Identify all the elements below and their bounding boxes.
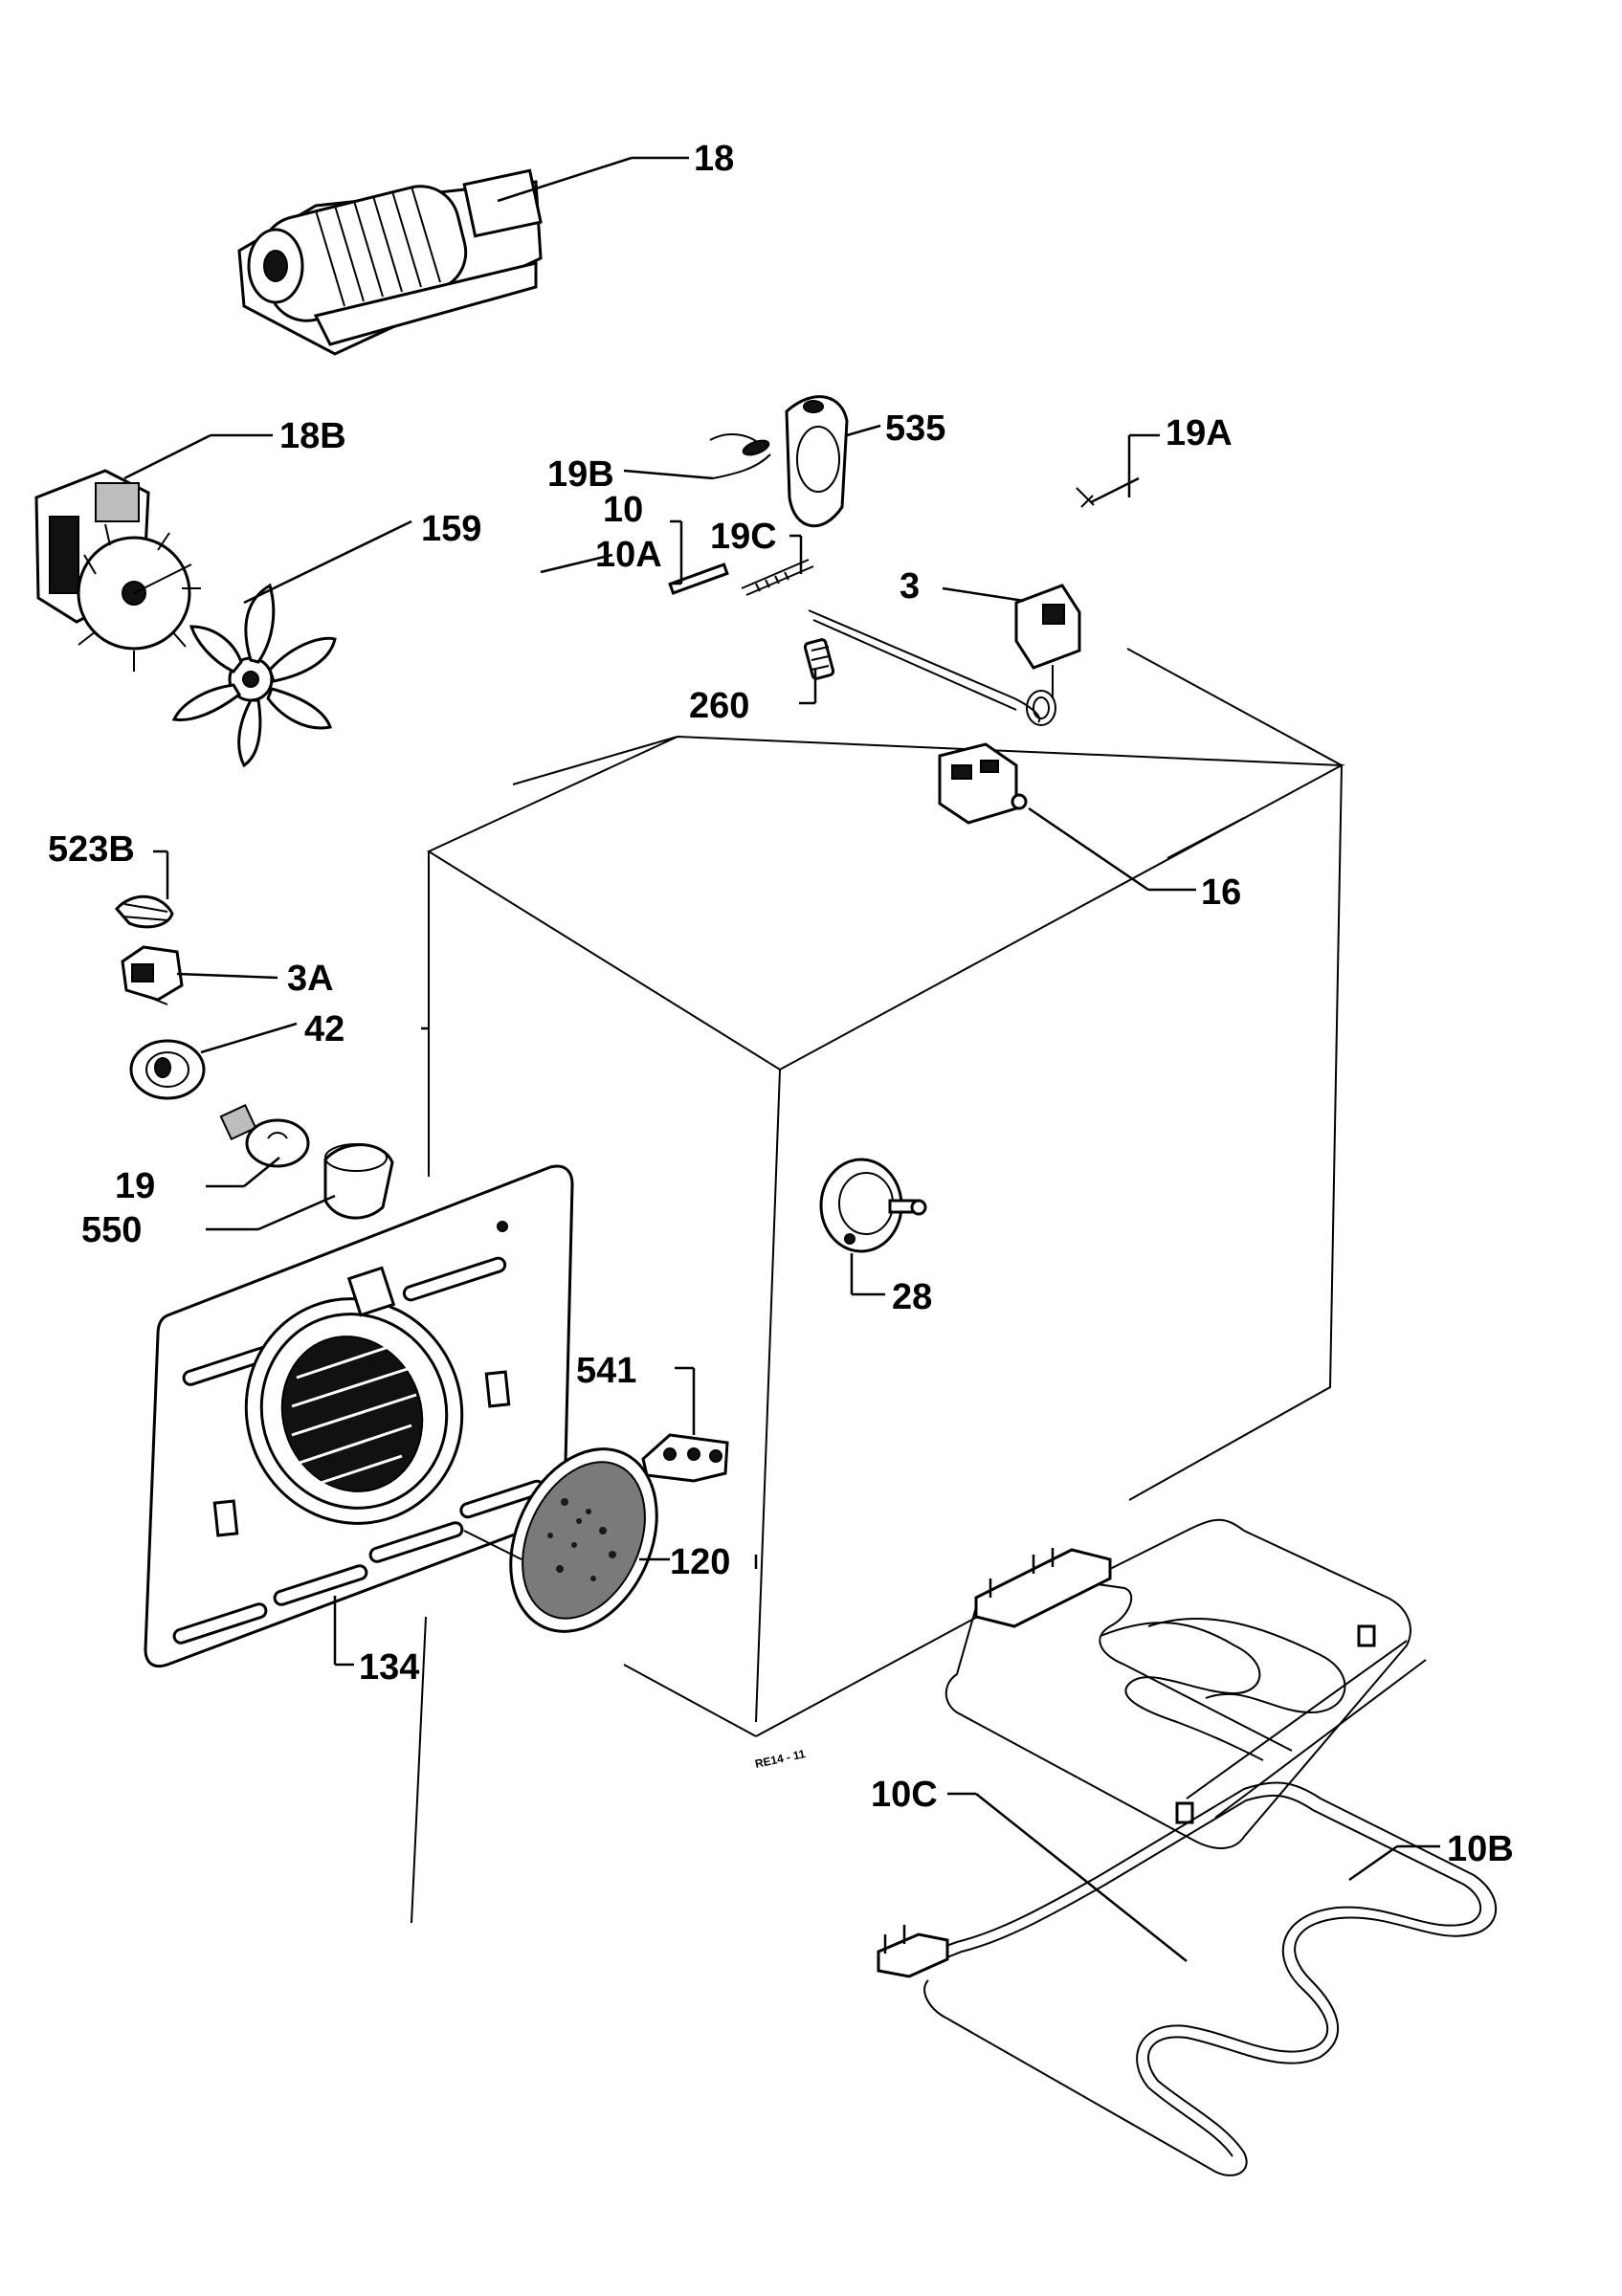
fan-motor-part (34, 469, 201, 672)
heating-element-10c (944, 1518, 1427, 1849)
label-18b: 18B (279, 416, 346, 456)
label-19b: 19B (547, 454, 614, 495)
label-19a: 19A (1166, 413, 1233, 453)
label-28: 28 (892, 1277, 932, 1317)
spring-clip-260 (803, 638, 835, 680)
label-159: 159 (421, 509, 481, 549)
label-10b: 10B (1447, 1829, 1514, 1869)
label-523b: 523B (48, 829, 135, 870)
leader-lines (123, 156, 1440, 1962)
fan-blade-part (171, 583, 337, 768)
grill-element-10b (877, 1781, 1498, 2176)
rotisserie-motor-28 (819, 1158, 927, 1253)
connector-541 (641, 1433, 729, 1483)
lamp-glass-550 (323, 1143, 394, 1220)
grease-filter-120 (509, 1447, 658, 1633)
lamp-socket-3a (121, 945, 184, 1005)
label-120: 120 (670, 1542, 730, 1582)
lamp-bulb-19 (219, 1103, 310, 1168)
label-550: 550 (81, 1210, 142, 1250)
oven-cabinet (411, 648, 1345, 1924)
switch-16-part (938, 742, 1028, 825)
label-19c: 19C (710, 517, 777, 557)
lamp-cover-part (785, 395, 849, 528)
label-16: 16 (1201, 872, 1241, 913)
drawing-stamp: RE14 - 11 (754, 1747, 807, 1771)
rear-panel-134 (144, 1164, 574, 1668)
label-18: 18 (694, 139, 734, 179)
wire-clip-19b (709, 433, 771, 479)
clip-523b-part (114, 894, 174, 929)
label-19: 19 (115, 1166, 155, 1206)
small-elements-10a-19c (668, 559, 814, 596)
label-3a: 3A (287, 959, 334, 999)
label-10: 10 (603, 490, 643, 530)
label-260: 260 (689, 686, 749, 726)
tangential-fan-part (237, 168, 543, 356)
label-3: 3 (900, 566, 920, 607)
thermostat-part (808, 584, 1081, 726)
lamp-holder-42 (129, 1039, 206, 1100)
pin-19a (1076, 476, 1140, 508)
label-42: 42 (304, 1009, 344, 1049)
label-541: 541 (576, 1351, 636, 1391)
label-10c: 10C (871, 1775, 938, 1815)
label-10a: 10A (595, 535, 662, 575)
label-535: 535 (885, 408, 945, 449)
label-134: 134 (359, 1647, 419, 1688)
